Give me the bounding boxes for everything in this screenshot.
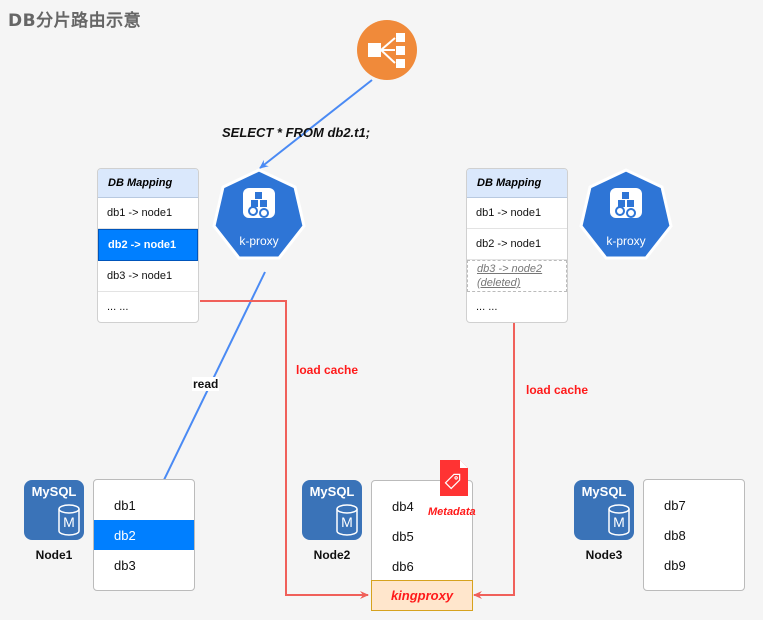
mapping-row: db1 -> node1 [467, 198, 567, 229]
kubernetes-icon [579, 168, 673, 260]
mysql-logo-text: MySQL [31, 484, 77, 499]
query-label: SELECT * FROM db2.t1; [222, 125, 371, 140]
database-cylinder-icon [336, 504, 358, 536]
kingproxy-metadata-db: kingproxy [371, 580, 473, 611]
node1-db-list: db1 db2 db3 [93, 479, 195, 591]
kubernetes-icon [212, 168, 306, 260]
db-item-selected: db2 [94, 520, 194, 550]
db-item: db9 [664, 557, 686, 573]
load-balancer-icon [357, 20, 417, 80]
node-label: Node3 [585, 548, 623, 562]
mysql-logo-text: MySQL [309, 484, 355, 499]
mapping-row: db1 -> node1 [98, 198, 198, 229]
mysql-badge: M [613, 514, 625, 530]
page-title: DB分片路由示意 [8, 11, 142, 31]
db-item: db8 [664, 527, 686, 543]
db-item: db3 [114, 557, 136, 573]
left-db-mapping-table: DB Mapping db1 -> node1 db2 -> node1 db3… [97, 168, 199, 323]
deleted-mapping-text: db3 -> node2 [477, 263, 543, 275]
mapping-header: DB Mapping [98, 169, 198, 198]
db-item: db4 [392, 498, 414, 514]
db-item: db6 [392, 558, 414, 574]
mapping-row: db3 -> node1 [98, 261, 198, 292]
node-label: Node1 [35, 548, 73, 562]
tag-document-icon [440, 460, 468, 496]
node-label: Node2 [313, 548, 351, 562]
right-kproxy-node: k-proxy [578, 168, 674, 264]
mysql-badge: M [63, 514, 75, 530]
mapping-row-selected: db2 -> node1 [98, 229, 198, 261]
mapping-row-deleted: db3 -> node2 (deleted) [467, 260, 567, 292]
database-cylinder-icon [58, 504, 80, 536]
db-item: db1 [114, 497, 136, 513]
db-item: db5 [392, 528, 414, 544]
mapping-row: ... ... [476, 301, 498, 313]
mapping-header: DB Mapping [467, 169, 567, 198]
mapping-row: ... ... [107, 301, 129, 313]
database-cylinder-icon [608, 504, 630, 536]
load-cache-right-label: load cache [526, 383, 589, 397]
mysql-badge: M [341, 514, 353, 530]
mapping-row: db2 -> node1 [467, 229, 567, 260]
right-db-mapping-table: DB Mapping db1 -> node1 db2 -> node1 db3… [466, 168, 568, 323]
left-kproxy-node: k-proxy [211, 168, 307, 264]
metadata-label: Metadata [428, 506, 476, 518]
mysql-icon: MySQL M [574, 480, 634, 540]
deleted-note: (deleted) [477, 277, 521, 289]
mysql-icon: MySQL M [302, 480, 362, 540]
mysql-icon: MySQL M [24, 480, 84, 540]
kproxy-label: k-proxy [239, 234, 279, 248]
load-cache-right-wire [473, 321, 515, 599]
mysql-logo-text: MySQL [581, 484, 627, 499]
read-label: read [192, 377, 220, 391]
query-arrow [259, 79, 373, 169]
kproxy-label: k-proxy [606, 234, 646, 248]
node3-db-list: db7 db8 db9 [643, 479, 745, 591]
db-item: db7 [664, 497, 686, 513]
load-cache-left-label: load cache [296, 363, 359, 377]
